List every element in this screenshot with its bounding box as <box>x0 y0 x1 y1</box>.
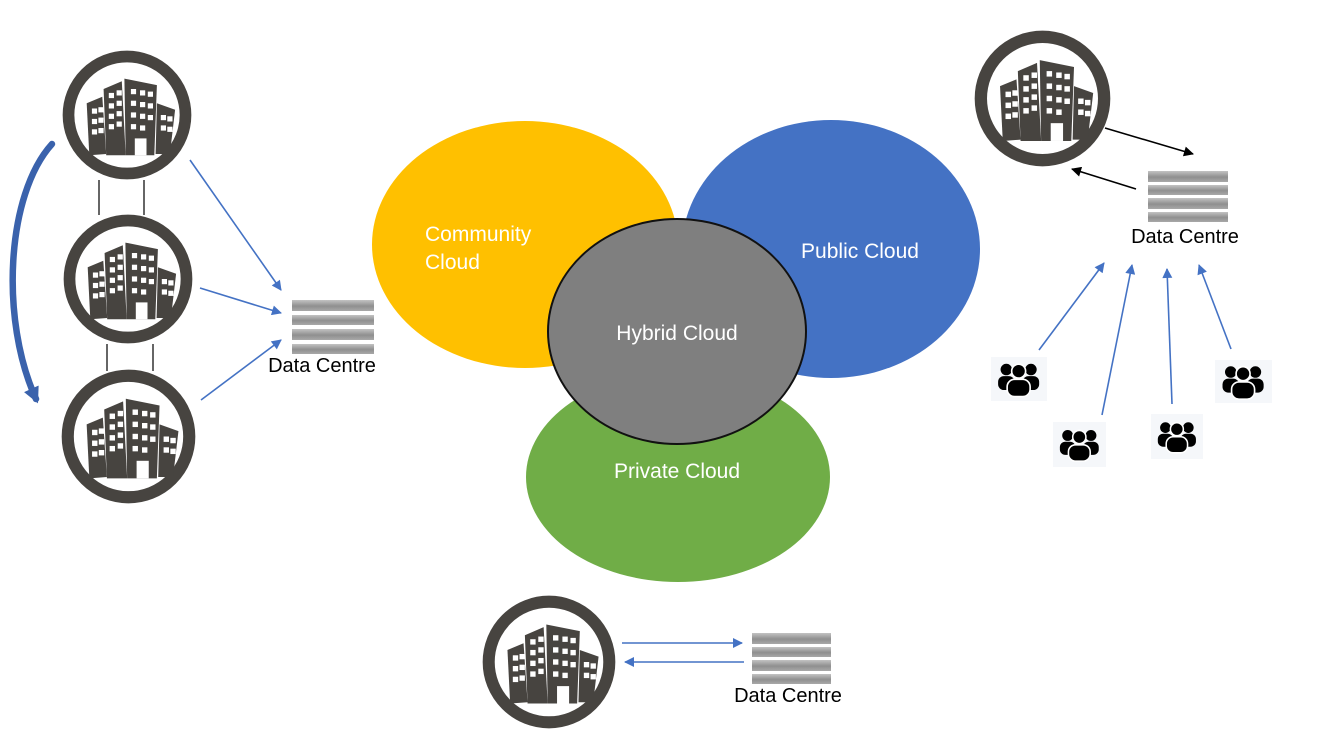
data-centre-bar <box>292 300 374 311</box>
data-centre-stack-icon <box>1148 171 1228 222</box>
users-to-datacentre-arrows <box>1038 262 1232 416</box>
organization-buildings-icon <box>61 369 196 504</box>
data-centre-bar <box>1148 198 1228 209</box>
private-org-datacentre-arrows <box>622 638 744 667</box>
data-centre-bar <box>752 633 831 644</box>
users-group-icon <box>1215 360 1272 403</box>
data-centre-bar <box>1148 171 1228 182</box>
data-centre-label-left: Data Centre <box>268 355 376 377</box>
data-centre-bar <box>1148 211 1228 222</box>
public-cloud-label: Public Cloud <box>801 240 919 263</box>
data-centre-stack-icon <box>292 300 374 354</box>
data-centre-label-right: Data Centre <box>1131 226 1239 248</box>
organization-buildings-icon <box>63 214 193 344</box>
data-centre-label-bottom: Data Centre <box>734 685 842 707</box>
community-cloud-label: Community Cloud <box>425 223 532 274</box>
private-cloud-label: Private Cloud <box>613 460 741 483</box>
users-group-icon <box>1053 422 1106 467</box>
hybrid-cloud-label: Hybrid Cloud <box>616 322 738 345</box>
data-centre-bar <box>292 314 374 325</box>
organization-buildings-icon <box>62 50 192 180</box>
data-centre-bar <box>752 646 831 657</box>
users-group-icon <box>991 357 1047 401</box>
data-centre-bar <box>752 673 831 684</box>
organization-buildings-icon <box>974 30 1111 167</box>
organization-buildings-icon <box>482 595 616 729</box>
data-centre-bar <box>292 329 374 340</box>
data-centre-bar <box>752 660 831 671</box>
data-centre-stack-icon <box>752 633 831 684</box>
data-centre-bar <box>1148 184 1228 195</box>
hybrid-cloud-ellipse <box>547 218 807 445</box>
data-centre-bar <box>292 343 374 354</box>
users-group-icon <box>1151 414 1203 459</box>
community-loop-arrow <box>9 140 56 404</box>
